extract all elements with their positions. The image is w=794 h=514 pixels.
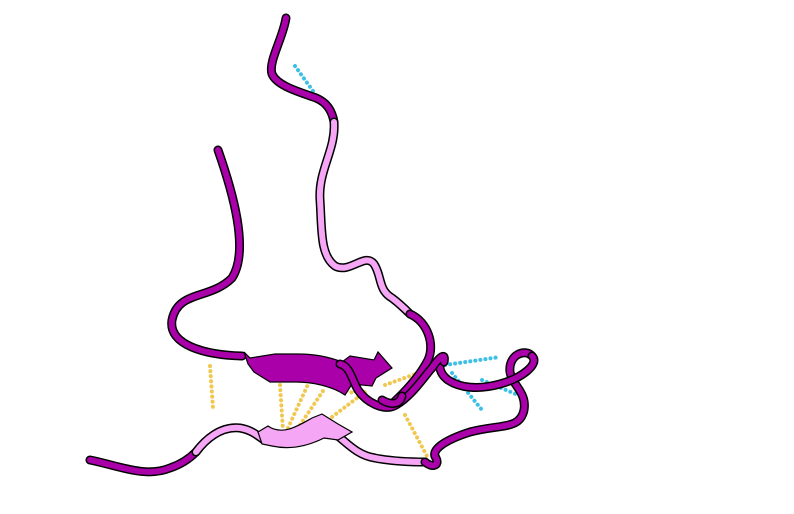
hydrogen-bond	[208, 364, 215, 410]
ionic-interaction	[293, 64, 320, 100]
hydrogen-bond	[403, 413, 430, 460]
chain-a	[167, 13, 449, 412]
ionic-interaction	[443, 355, 502, 367]
hydrogen-bond	[298, 386, 327, 427]
beta-strand	[257, 413, 354, 449]
beta-strand	[243, 350, 393, 396]
chain-b	[85, 348, 539, 477]
hydrogen-bond	[278, 383, 285, 432]
hydrogen-bond	[286, 378, 312, 430]
